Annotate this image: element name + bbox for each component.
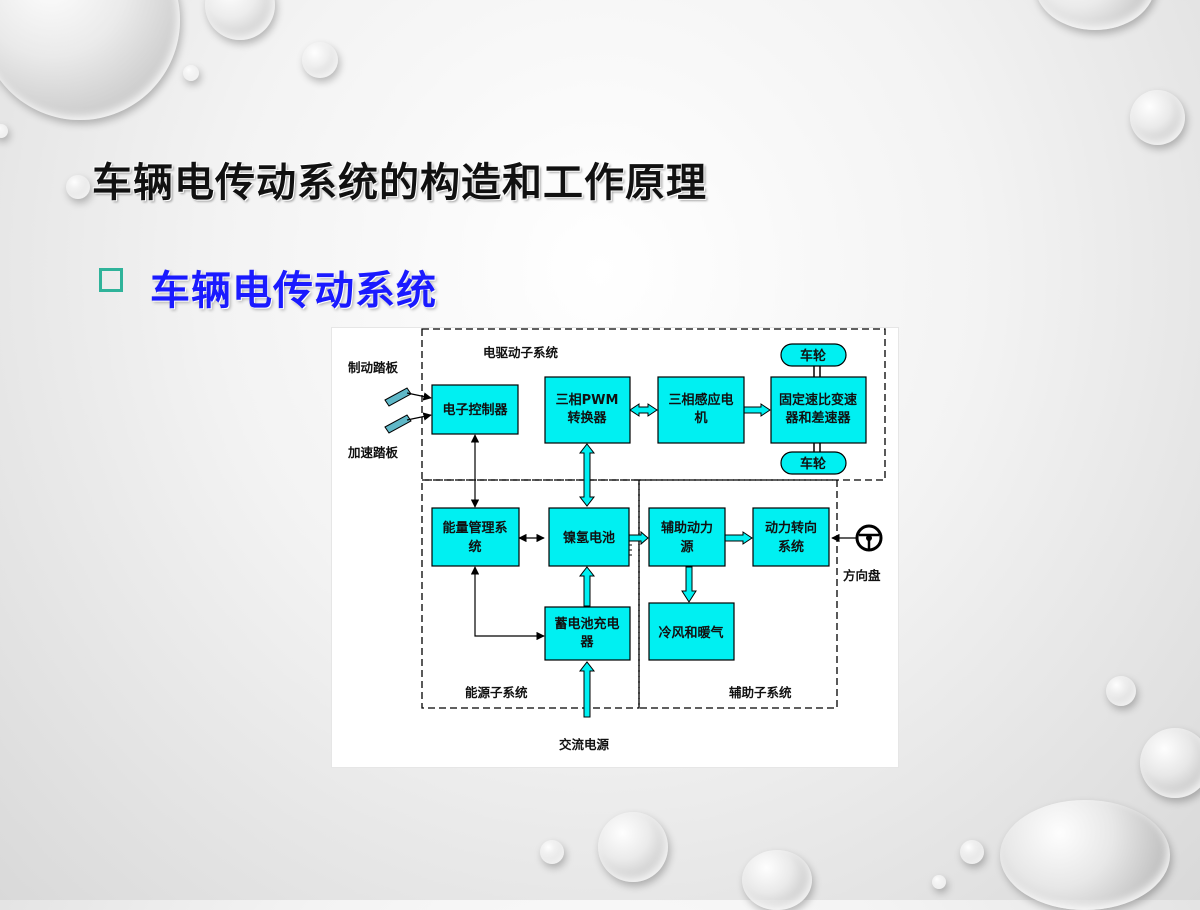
transmission-differential-block: 固定速比变速 器和差速器 (770, 376, 867, 444)
steering-wheel-icon (855, 524, 883, 552)
svg-text:三相PWM: 三相PWM (556, 392, 619, 408)
svg-text:源: 源 (680, 539, 693, 555)
svg-text:电子控制器: 电子控制器 (442, 402, 508, 418)
svg-text:车轮: 车轮 (800, 456, 826, 472)
drive-subsystem-boundary (421, 328, 886, 481)
aux-subsystem-label: 辅助子系统 (729, 685, 792, 700)
pwm-battery-flow-arrow (578, 443, 596, 507)
brake-pedal-icon (384, 387, 432, 407)
energy-management-block: 能量管理系 统 (431, 507, 520, 567)
svg-text:系统: 系统 (778, 539, 804, 555)
wheel-top-block: 车轮 (780, 343, 847, 367)
water-drop-decoration (932, 875, 946, 889)
water-drop-decoration (1035, 0, 1155, 30)
motor-transmission-flow-arrow (743, 403, 771, 417)
bullet-heading: 车辆电传动系统 (150, 268, 437, 314)
water-drop-decoration (205, 0, 275, 40)
water-drop-decoration (598, 812, 668, 882)
water-drop-decoration (302, 42, 338, 78)
water-drop-decoration (1000, 800, 1170, 910)
aux-subsystem-boundary (638, 479, 838, 709)
svg-text:能量管理系: 能量管理系 (442, 520, 507, 536)
water-drop-decoration (66, 175, 90, 199)
system-block-diagram: 电驱动子系统 能源子系统 辅助子系统 制动踏板 加速踏板 方向盘 交流电源 (347, 328, 886, 752)
power-steering-block: 动力转向 系统 (752, 507, 830, 567)
svg-text:蓄电池充电: 蓄电池充电 (554, 616, 619, 632)
water-drop-decoration (960, 840, 984, 864)
water-drop-decoration (0, 124, 8, 138)
svg-text:冷风和暖气: 冷风和暖气 (658, 625, 723, 641)
svg-text:统: 统 (468, 539, 481, 555)
water-drop-decoration (183, 65, 199, 81)
svg-text:动力转向: 动力转向 (765, 520, 817, 536)
svg-text:镍氢电池: 镍氢电池 (563, 530, 615, 546)
ac-power-label: 交流电源 (559, 737, 610, 752)
charger-battery-flow-arrow (578, 566, 596, 607)
bullet-square-icon (99, 268, 123, 292)
svg-text:辅助动力: 辅助动力 (661, 520, 713, 536)
accel-pedal-label: 加速踏板 (347, 445, 399, 460)
auxiliary-power-block: 辅助动力 源 (648, 507, 726, 567)
battery-charger-block: 蓄电池充电 器 (544, 606, 631, 661)
svg-text:机: 机 (694, 410, 707, 426)
pwm-motor-flow-arrow (629, 403, 658, 417)
ac-heating-block: 冷风和暖气 (648, 602, 735, 661)
steering-wheel-label: 方向盘 (843, 568, 881, 583)
water-drop-decoration (1130, 90, 1185, 145)
accel-pedal-icon (384, 412, 432, 434)
pwm-converter-block: 三相PWM 转换器 (544, 376, 631, 444)
electronic-controller-block: 电子控制器 (431, 384, 519, 435)
water-drop-decoration (0, 0, 180, 120)
aux-power-steering-flow-arrow (724, 531, 753, 545)
drive-subsystem-label: 电驱动子系统 (483, 345, 559, 360)
energy-mgmt-charger-link (470, 566, 545, 641)
svg-text:三相感应电: 三相感应电 (668, 392, 733, 408)
water-drop-decoration (540, 840, 564, 864)
diagram-panel: 电驱动子系统 能源子系统 辅助子系统 制动踏板 加速踏板 方向盘 交流电源 (331, 327, 899, 768)
svg-text:器和差速器: 器和差速器 (784, 410, 851, 426)
wheel-bottom-block: 车轮 (780, 451, 847, 475)
slide-title: 车辆电传动系统的构造和工作原理 (92, 160, 707, 206)
svg-text:转换器: 转换器 (567, 410, 607, 426)
brake-pedal-label: 制动踏板 (348, 360, 399, 375)
svg-text:器: 器 (579, 635, 594, 650)
energy-subsystem-label: 能源子系统 (465, 685, 528, 700)
ac-charger-flow-arrow (578, 661, 596, 718)
battery-aux-flow-arrow (628, 530, 649, 546)
water-drop-decoration (1140, 728, 1200, 798)
nimh-battery-block: 镍氢电池 (548, 507, 630, 567)
svg-text:车轮: 车轮 (800, 348, 826, 364)
wheel-shaft-bottom (813, 442, 821, 452)
svg-text:固定速比变速: 固定速比变速 (779, 392, 857, 408)
wheel-shaft-top (813, 366, 821, 377)
water-drop-decoration (742, 850, 812, 910)
induction-motor-block: 三相感应电 机 (657, 376, 745, 444)
aux-ac-heating-flow-arrow (681, 566, 697, 603)
water-drop-decoration (1106, 676, 1136, 706)
